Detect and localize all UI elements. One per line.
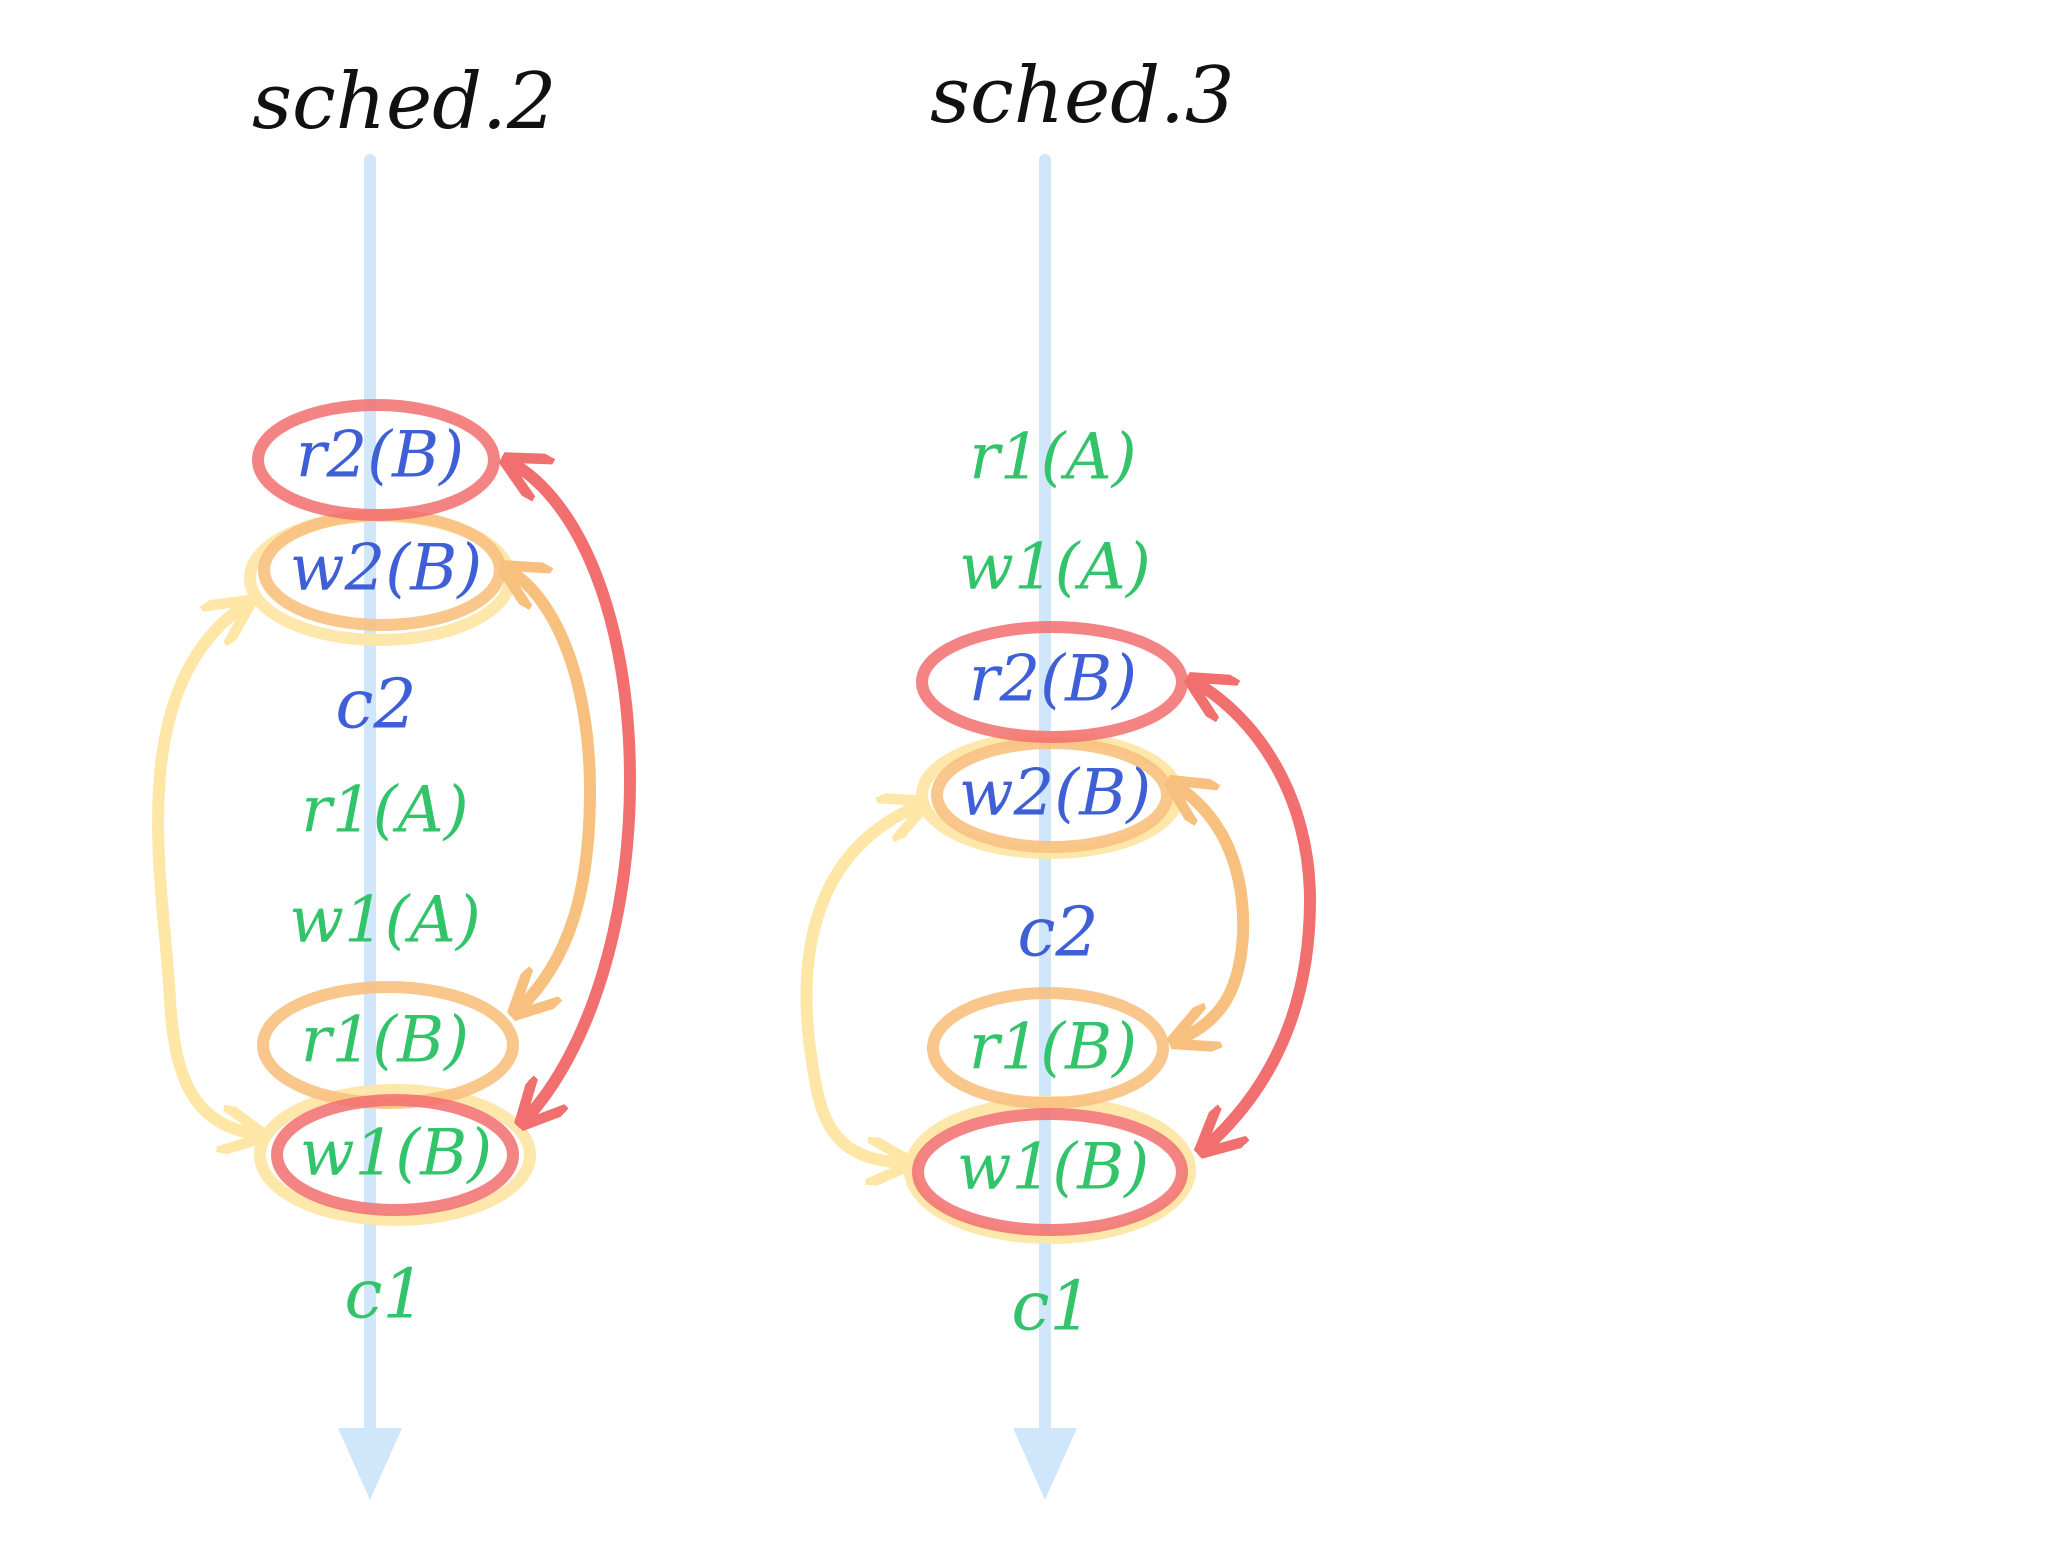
schedule-2-title: sched.2: [252, 57, 556, 147]
red-ring-r2B: [252, 399, 500, 521]
op-r1B: r1(B): [969, 1011, 1137, 1085]
yellow-arrow-w2B-to-w1B: [800, 805, 920, 1163]
op-w1A: w1(A): [289, 884, 481, 958]
orange-arrow-w2B-to-r1B: [1175, 785, 1250, 1040]
op-w1B: w1(B): [300, 1117, 492, 1191]
op-c1: c1: [1011, 1268, 1092, 1347]
schedule-2-timeline: [338, 154, 402, 1500]
yellow-arrow-w2B-to-w1B: [152, 605, 258, 1135]
red-arrow-r2B-to-w1B: [510, 462, 637, 1120]
timeline-arrowhead: [338, 1428, 402, 1500]
schedule-2: sched.2 r2(B) w2(B) c2 r1(A) w1(A) r1(B)…: [152, 57, 637, 1500]
op-c2: c2: [1017, 894, 1098, 973]
op-c1: c1: [344, 1256, 425, 1335]
op-w2B: w2(B): [290, 532, 482, 606]
red-arrow-r2B-to-w1B: [1195, 682, 1317, 1148]
red-ring-w1B: [912, 1108, 1188, 1236]
schedule-3: sched.3 r1(A) w1(A) r2(B) w2(B) c2 r1(B)…: [800, 51, 1317, 1500]
op-r1A: r1(A): [301, 774, 468, 848]
schedule-3-title: sched.3: [930, 51, 1234, 141]
op-r2B: r2(B): [296, 419, 464, 493]
red-ring-w1B: [271, 1094, 519, 1216]
op-r1B: r1(B): [301, 1004, 469, 1078]
op-r2B: r2(B): [969, 643, 1137, 717]
op-w2B: w2(B): [959, 757, 1151, 831]
op-w1B: w1(B): [957, 1131, 1149, 1205]
op-r1A: r1(A): [969, 421, 1136, 495]
timeline-arrowhead: [1013, 1428, 1077, 1500]
op-c2: c2: [335, 666, 416, 745]
orange-arrow-w2B-to-r1B: [508, 570, 597, 1010]
op-w1A: w1(A): [959, 531, 1151, 605]
